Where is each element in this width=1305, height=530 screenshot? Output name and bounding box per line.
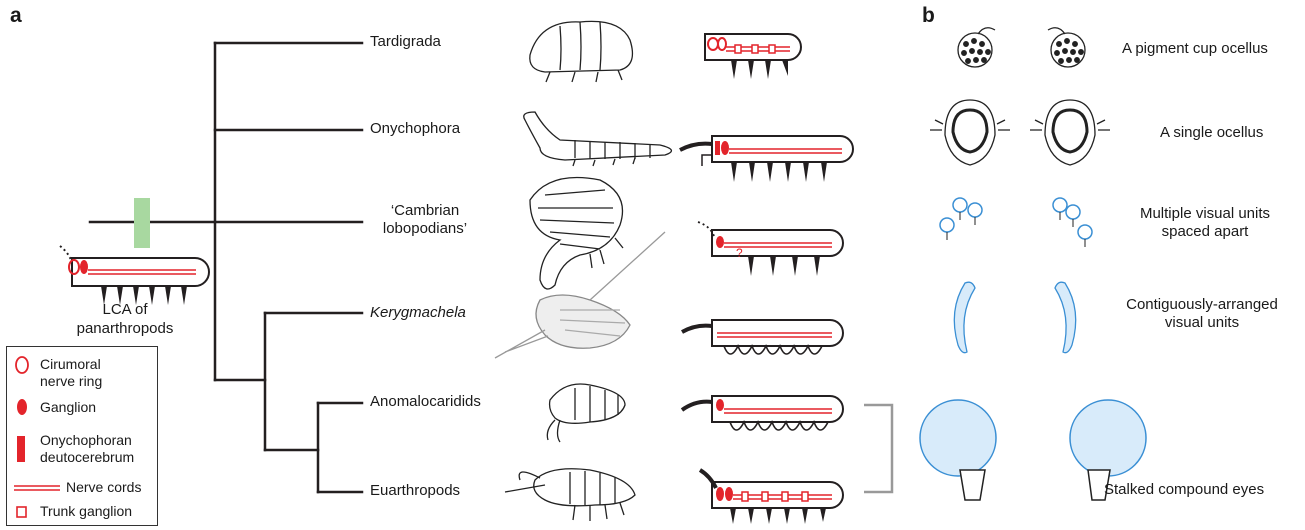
taxon-label: Tardigrada <box>370 33 441 51</box>
taxon-label: Kerygmachela <box>370 304 466 322</box>
eye-single-ocellus <box>930 100 1110 165</box>
eye-pigment-cup <box>958 28 1085 67</box>
taxon-label: Anomalocaridids <box>370 393 481 411</box>
eye-contiguous-units <box>954 282 1075 353</box>
schematic-euarthropods <box>700 470 843 524</box>
lca-schematic <box>60 246 209 305</box>
schematic-tardigrada <box>705 34 801 79</box>
eye-type-label: Contiguously-arranged visual units <box>1112 296 1292 332</box>
eye-multiple-units <box>940 198 1092 247</box>
taxon-label: ‘Cambrian lobopodians’ <box>370 202 480 238</box>
eye-type-label: A single ocellus <box>1160 124 1263 142</box>
legend-item-trunk-ganglion: Trunk ganglion <box>40 503 132 520</box>
taxon-label: Onychophora <box>370 120 460 138</box>
eye-type-label: Multiple visual units spaced apart <box>1120 205 1290 241</box>
taxon-label: Euarthropods <box>370 482 460 500</box>
legend-item-ganglion: Ganglion <box>40 399 96 416</box>
animal-drawings <box>495 21 671 521</box>
grey-bracket <box>864 405 892 492</box>
green-marker <box>134 198 150 248</box>
eye-type-label: A pigment cup ocellus <box>1122 40 1268 58</box>
legend-item-nerve-cords: Nerve cords <box>66 479 141 496</box>
legend-item-deutocerebrum: Onychophoran deutocerebrum <box>40 432 134 466</box>
schematic-anomalocaridids <box>682 396 843 430</box>
eye-type-label: Stalked compound eyes <box>1104 481 1264 499</box>
schematic-onychophora <box>680 136 853 182</box>
schematic-kerygmachela <box>682 320 843 354</box>
lca-label: LCA of panarthropods <box>50 300 200 338</box>
uncertainty-mark: ? <box>736 246 743 260</box>
legend-item-nerve-ring: Cirumoral nerve ring <box>40 356 102 390</box>
schematic-lobopodians: ? <box>698 222 843 276</box>
